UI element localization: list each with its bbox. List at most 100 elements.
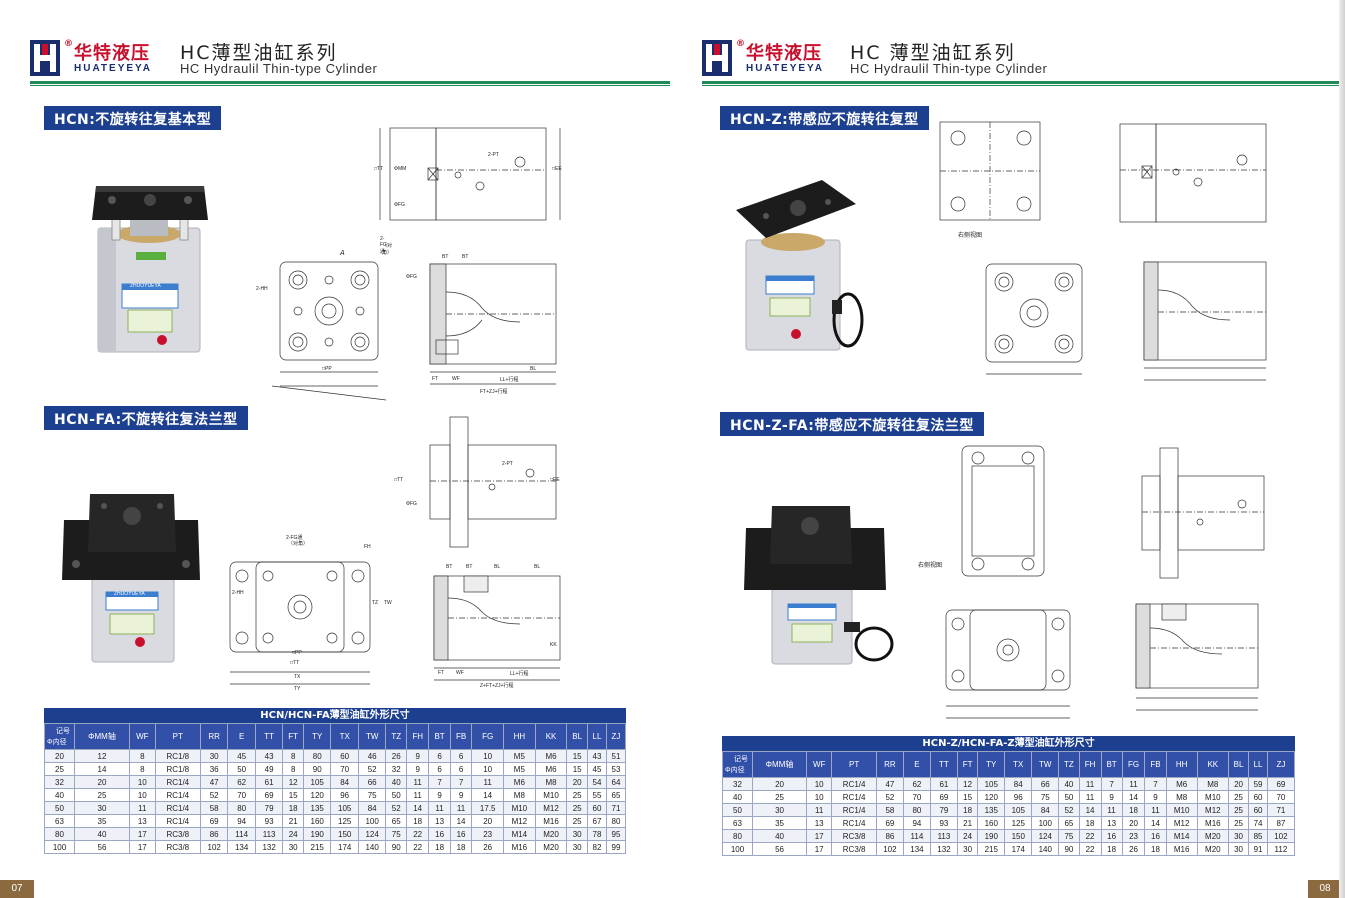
table-cell: 174	[1004, 842, 1033, 856]
table-cell: 25	[1227, 803, 1250, 817]
table-cell: 11	[1121, 777, 1146, 791]
table-cell: 105	[302, 775, 332, 789]
table-cell: 47	[875, 777, 904, 791]
nameplate-badge-fa: ZHUOYUEYA	[114, 591, 145, 597]
section-label-hcn-fa: HCN-FA:不旋转往复法兰型	[44, 406, 248, 430]
table-cell: 32	[722, 777, 753, 791]
table-cell: 134	[227, 840, 256, 854]
table-column-header: HH	[1165, 751, 1198, 778]
table-cell: 18	[1100, 842, 1123, 856]
table-cell: 11	[406, 775, 430, 789]
table-cell: 10	[471, 762, 505, 776]
table-cell: 17	[128, 840, 156, 854]
table-cell: 134	[902, 842, 931, 856]
table-cell: 25	[566, 814, 588, 828]
table-cell: 6	[428, 762, 451, 776]
table-cell: 8	[282, 762, 304, 776]
table-cell: 7	[428, 775, 451, 789]
table-cell: 140	[1031, 842, 1060, 856]
table-column-header: FT	[282, 723, 304, 750]
table-cell: 16	[449, 827, 473, 841]
table-cell: 70	[1266, 790, 1296, 804]
table-cell: 71	[605, 801, 627, 815]
drawing-hcn-z-fa-top-view	[942, 590, 1092, 730]
table-cell: 90	[1058, 842, 1080, 856]
table-cell: 53	[605, 762, 627, 776]
logo-mark-icon	[702, 40, 732, 76]
table-cell: 9	[1144, 790, 1167, 804]
table-cell: 15	[956, 790, 979, 804]
table-cell: 21	[956, 816, 979, 830]
table-cell: 58	[875, 803, 904, 817]
table-cell: 22	[406, 840, 430, 854]
table-column-header: ΦMM轴	[751, 751, 808, 778]
table-cell: 49	[254, 762, 284, 776]
table-cell: 105	[977, 777, 1006, 791]
page-number-left: 07	[0, 880, 34, 898]
table-cell: M20	[534, 827, 568, 841]
table-cell: 125	[1004, 816, 1033, 830]
table-cell: 26	[385, 749, 408, 763]
table-cell: 71	[1266, 803, 1296, 817]
table-cell: 132	[929, 842, 958, 856]
table-cell: 18	[1121, 803, 1146, 817]
table-column-header: FG	[1121, 751, 1146, 778]
table-cell: 64	[605, 775, 627, 789]
table-column-header: TY	[302, 723, 332, 750]
table-cell: 124	[1031, 829, 1060, 843]
table-cell: M8	[1196, 777, 1229, 791]
table-cell: 17	[806, 829, 833, 843]
table-cell: 30	[566, 840, 588, 854]
cylinder-photo-hcn-z-fa	[744, 504, 894, 669]
table-cell: M14	[503, 827, 536, 841]
table-cell: 14	[1078, 803, 1102, 817]
table-column-header: PT	[154, 723, 201, 750]
table-cell: M20	[1196, 842, 1229, 856]
table-column-header: WF	[128, 723, 156, 750]
drawing-hcn-fa-section: BT BT BL BL KK FT WF LL+行程 Z+FT+ZJ+行程	[410, 562, 565, 692]
table-cell: M6	[534, 749, 568, 763]
drawing-hcn-z-top-view	[972, 244, 1092, 394]
table-cell: 63	[722, 816, 753, 830]
table-cell: 69	[199, 814, 229, 828]
left-page: ®华特液压 HUATEYEYA HC薄型油缸系列 HC Hydraulil Th…	[0, 0, 672, 898]
table-column-header: TX	[330, 723, 359, 750]
table-cell: 6	[449, 762, 473, 776]
table-cell: 22	[1078, 842, 1102, 856]
table-cell: 135	[302, 801, 332, 815]
table-cell: 58	[199, 801, 229, 815]
table-column-header: ZJ	[605, 723, 627, 750]
table-cell: 100	[1031, 816, 1060, 830]
table-cell: 35	[74, 814, 130, 828]
table-cell: 120	[302, 788, 332, 802]
table-cell: 75	[357, 788, 387, 802]
table-cell: 25	[1227, 816, 1250, 830]
left-header: ®华特液压 HUATEYEYA HC薄型油缸系列 HC Hydraulil Th…	[30, 38, 670, 86]
table-cell: 11	[1078, 790, 1102, 804]
table-cell: 80	[44, 827, 75, 841]
table-cell: 125	[330, 814, 359, 828]
table-title: HCN/HCN-FA薄型油缸外形尺寸	[44, 708, 626, 723]
table-cell: 160	[302, 814, 332, 828]
table-cell: 14	[406, 801, 430, 815]
table-title: HCN-Z/HCN-FA-Z薄型油缸外形尺寸	[722, 736, 1295, 751]
table-cell: RC3/8	[831, 829, 877, 843]
table-cell: 25	[44, 762, 75, 776]
table-cell: 66	[1031, 777, 1060, 791]
table-cell: 120	[977, 790, 1006, 804]
table-cell: 69	[1266, 777, 1296, 791]
table-cell: RC1/4	[154, 775, 201, 789]
table-cell: 80	[722, 829, 753, 843]
table-cell: 14	[1121, 790, 1146, 804]
table-column-header: TY	[977, 751, 1006, 778]
table-cell: 80	[302, 749, 332, 763]
right-header: ®华特液压 HUATEYEYA HC 薄型油缸系列 HC Hydraulil T…	[702, 38, 1342, 86]
section-label-hcn-z: HCN-Z:带感应不旋转往复型	[720, 106, 929, 130]
table-cell: 69	[929, 790, 958, 804]
table-cell: M16	[534, 814, 568, 828]
